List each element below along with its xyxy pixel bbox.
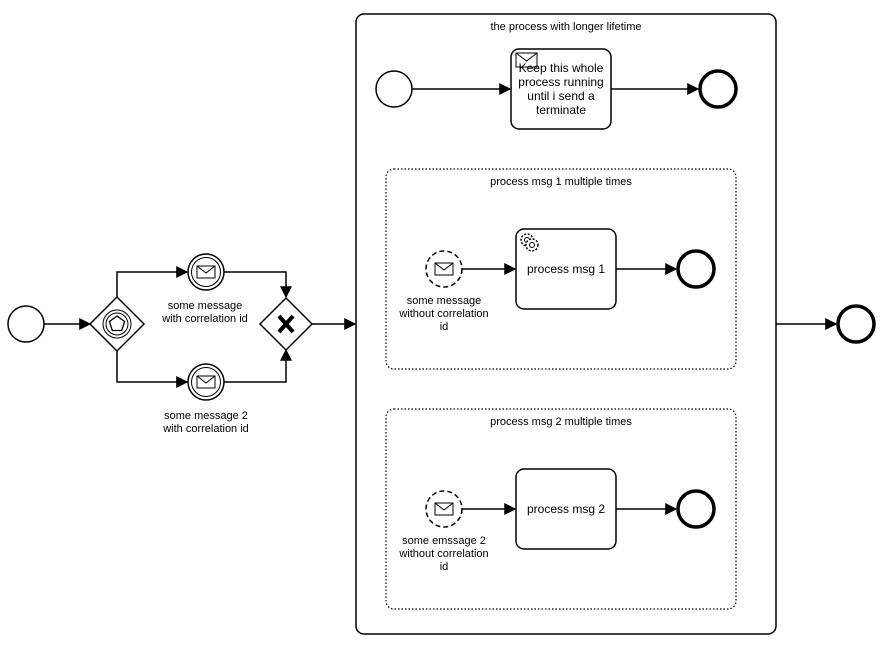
message-event-top-label-2: with correlation id (161, 313, 248, 325)
process-msg1-label: process msg 1 (527, 262, 605, 276)
sequence-flow-message-bottom-to-xor[interactable] (224, 348, 292, 383)
sequence-flow-gateway-to-message-bottom[interactable] (116, 351, 189, 388)
envelope-icon (434, 262, 454, 276)
msg1-start-event-label-1: some message (407, 295, 482, 307)
msg1-start-event-label-2: without correlation (398, 308, 488, 320)
keep-running-task-line-1: Keep this whole (519, 61, 604, 75)
sequence-flow-gateway-to-message-top[interactable] (116, 266, 189, 297)
keep-running-task-line-4: terminate (536, 103, 586, 117)
subprocess-main-title: the process with longer lifetime (490, 21, 641, 33)
envelope-icon (434, 502, 454, 516)
keep-running-task-line-3: until i send a (527, 89, 595, 103)
msg2-start-event-label-3: id (440, 561, 449, 573)
exclusive-gateway[interactable] (258, 296, 314, 352)
message-event-bottom-label-1: some message 2 (164, 410, 248, 422)
start-event[interactable] (7, 305, 45, 343)
msg2-start-event-label-1: some emssage 2 (402, 535, 486, 547)
gear-icon (520, 233, 539, 252)
event-based-gateway[interactable] (88, 295, 146, 353)
subprocess-main-end-event[interactable] (698, 69, 738, 109)
end-event[interactable] (836, 304, 876, 344)
envelope-icon (196, 265, 216, 279)
event-subprocess-msg2-title: process msg 2 multiple times (490, 416, 632, 428)
process-msg2-label: process msg 2 (527, 502, 605, 516)
msg2-non-interrupting-start-event[interactable] (425, 490, 463, 528)
msg1-end-event[interactable] (676, 249, 716, 289)
event-subprocess-msg1-title: process msg 1 multiple times (490, 176, 632, 188)
x-icon (277, 314, 295, 334)
msg1-non-interrupting-start-event[interactable] (425, 250, 463, 288)
message-catch-event-bottom[interactable] (187, 363, 225, 401)
msg2-start-event-label-2: without correlation (398, 548, 488, 560)
msg2-end-event[interactable] (676, 489, 716, 529)
subprocess-main-start-event[interactable] (375, 70, 413, 108)
msg1-start-event-label-3: id (440, 321, 449, 333)
envelope-icon (196, 375, 216, 389)
sequence-flow-message-top-to-xor[interactable] (224, 271, 292, 299)
envelope-icon (515, 52, 538, 68)
pentagon-icon (108, 315, 126, 332)
message-catch-event-top[interactable] (187, 253, 225, 291)
message-event-top-label-1: some message (168, 300, 243, 312)
message-event-bottom-label-2: with correlation id (162, 423, 249, 435)
keep-running-task-line-2: process running (518, 75, 603, 89)
